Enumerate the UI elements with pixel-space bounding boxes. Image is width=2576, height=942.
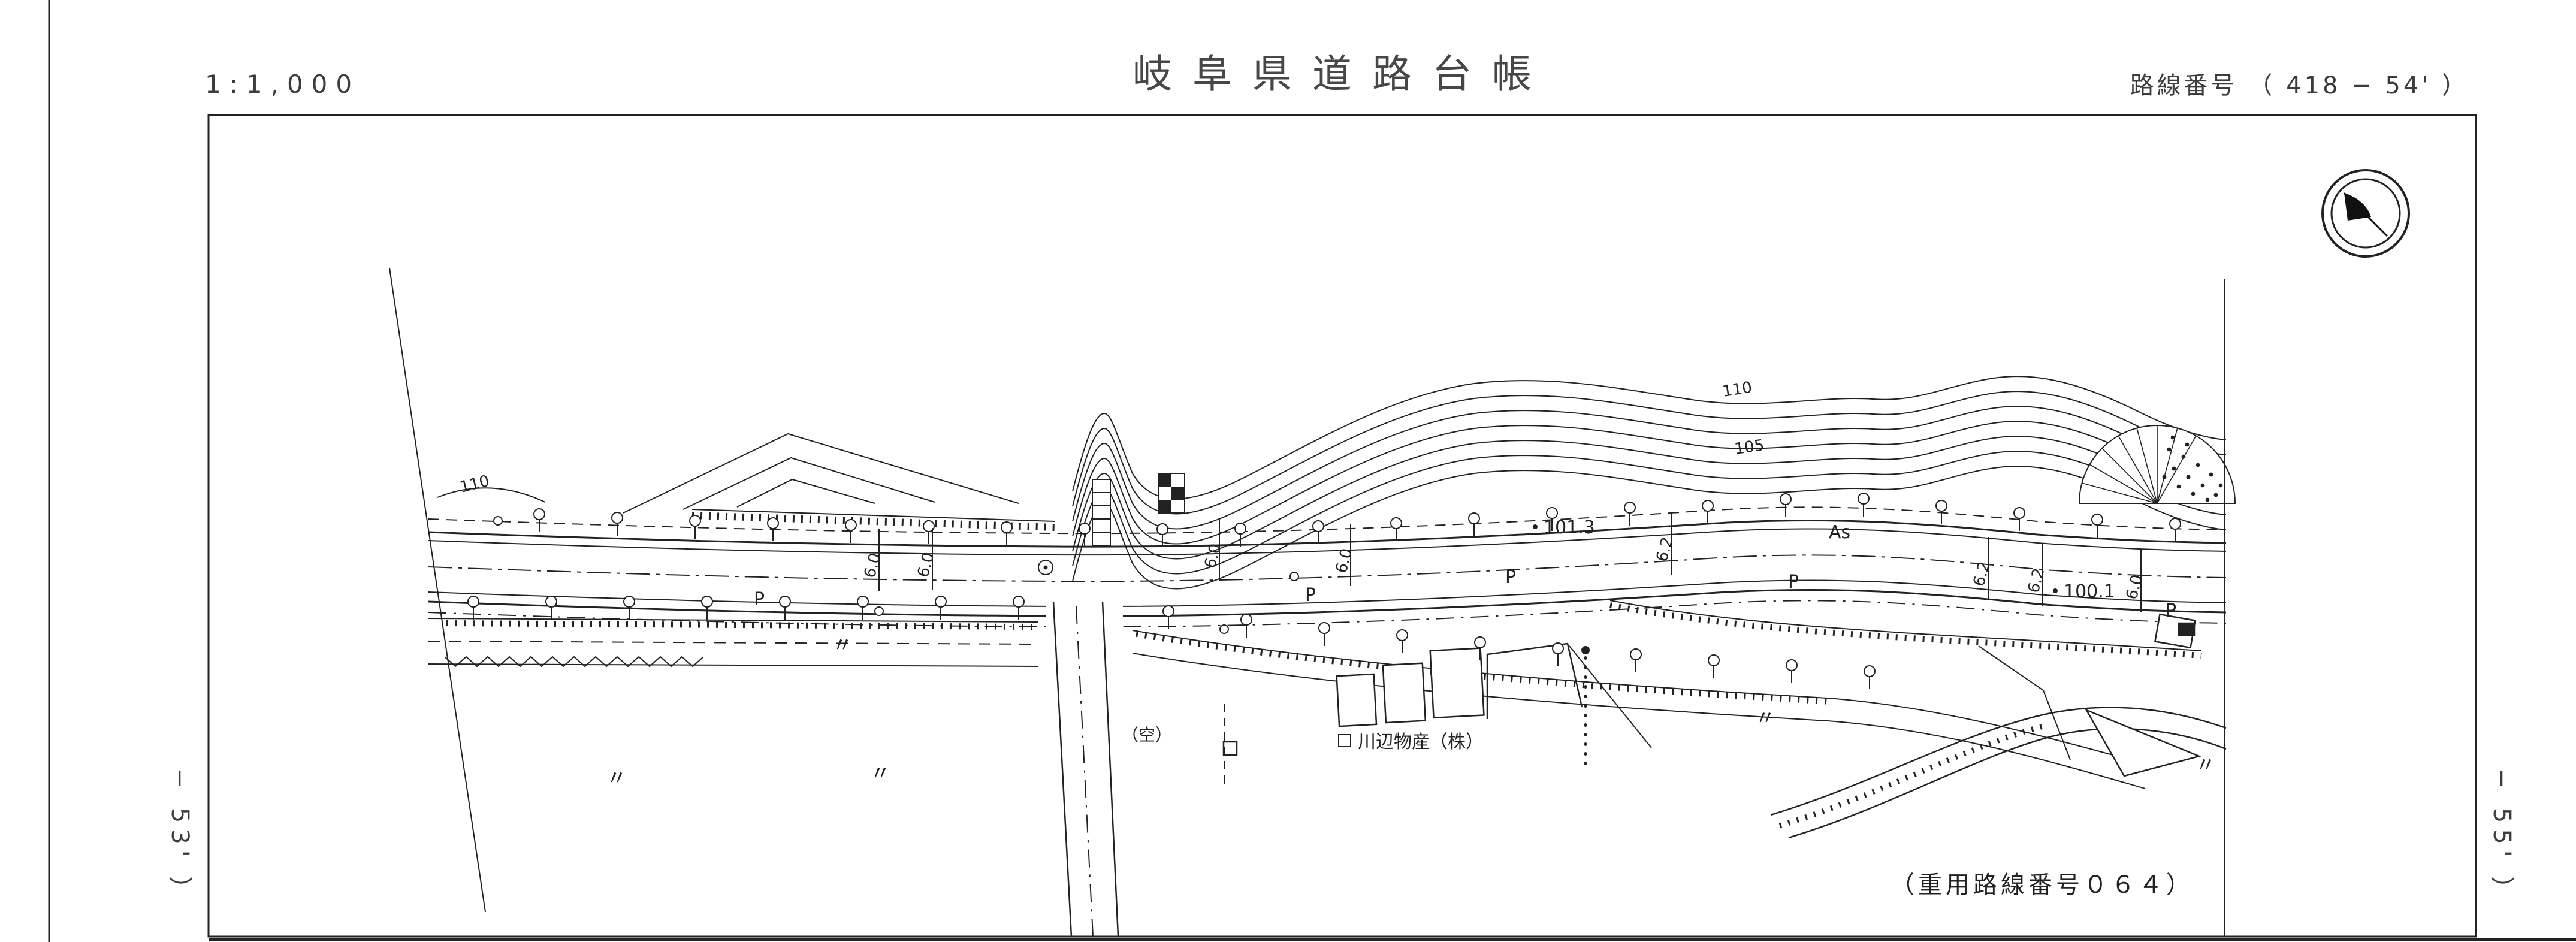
spot-elevation-dot bbox=[2053, 588, 2058, 593]
width-label: 6.2 bbox=[2025, 566, 2049, 595]
cut-slope-fan bbox=[2078, 425, 2236, 504]
contour-label-110: 110 bbox=[1721, 379, 1753, 401]
curved-road bbox=[1770, 645, 2227, 839]
checker-landmark bbox=[1158, 473, 1185, 514]
contour-label-105: 105 bbox=[1734, 436, 1765, 458]
retaining-walls bbox=[691, 509, 2202, 659]
street-trees-north bbox=[533, 493, 2181, 548]
overlap-route-label: （重用路線番号０６４） bbox=[1891, 871, 2194, 899]
pole-label: P bbox=[1505, 567, 1516, 588]
contour-lines bbox=[437, 376, 2227, 590]
buildings bbox=[1222, 613, 2201, 777]
ditto-mark: 〃 bbox=[870, 762, 890, 786]
vacant-lot-label: （空） bbox=[1122, 725, 1172, 745]
sheet-title: 岐阜県道路台帳 bbox=[1133, 51, 1552, 97]
embankment-zigzag bbox=[444, 656, 704, 668]
ditto-mark: 〃 bbox=[1755, 707, 1775, 730]
ditto-mark: 〃 bbox=[606, 766, 627, 790]
pole-label: P bbox=[1305, 585, 1316, 606]
pole-label: P bbox=[754, 589, 765, 610]
contour-label-110-left: 110 bbox=[458, 472, 491, 497]
width-label: 6.0 bbox=[914, 551, 938, 579]
width-label: 6.0 bbox=[861, 551, 885, 580]
traffic-island bbox=[2085, 708, 2201, 777]
company-building-marker bbox=[1338, 734, 1351, 747]
ditto-mark: 〃 bbox=[2196, 753, 2216, 777]
spot-elevation: 101.3 bbox=[1544, 517, 1595, 538]
spot-elevation-dot bbox=[1533, 524, 1538, 529]
south-side-band bbox=[428, 618, 2158, 789]
pole-label: P bbox=[2166, 600, 2176, 621]
hill-ridge bbox=[623, 433, 1019, 514]
steps-symbol bbox=[1092, 479, 1111, 546]
survey-boundary-left bbox=[389, 267, 486, 913]
map-scale: 1:1,000 bbox=[205, 70, 361, 99]
ditto-mark: 〃 bbox=[832, 633, 853, 657]
spot-elevation: 100.1 bbox=[2064, 581, 2115, 602]
pavement-type: As bbox=[1829, 522, 1850, 543]
width-label: 6.0 bbox=[2123, 573, 2147, 602]
point-symbols bbox=[493, 516, 1652, 786]
stipple-dots bbox=[2162, 435, 2223, 502]
company-label: 川辺物産（株） bbox=[1358, 732, 1484, 753]
north-arrow-icon bbox=[2321, 169, 2410, 258]
route-number: 路線番号 （ 418 − 54' ） bbox=[2130, 72, 2469, 99]
branch-road bbox=[1052, 601, 1119, 937]
pole-label: P bbox=[1788, 572, 1799, 593]
width-label: 6.2 bbox=[1970, 560, 1994, 588]
width-label: 6.2 bbox=[1653, 535, 1677, 564]
map-frame bbox=[207, 114, 2477, 938]
junction-gap bbox=[1046, 599, 1123, 638]
